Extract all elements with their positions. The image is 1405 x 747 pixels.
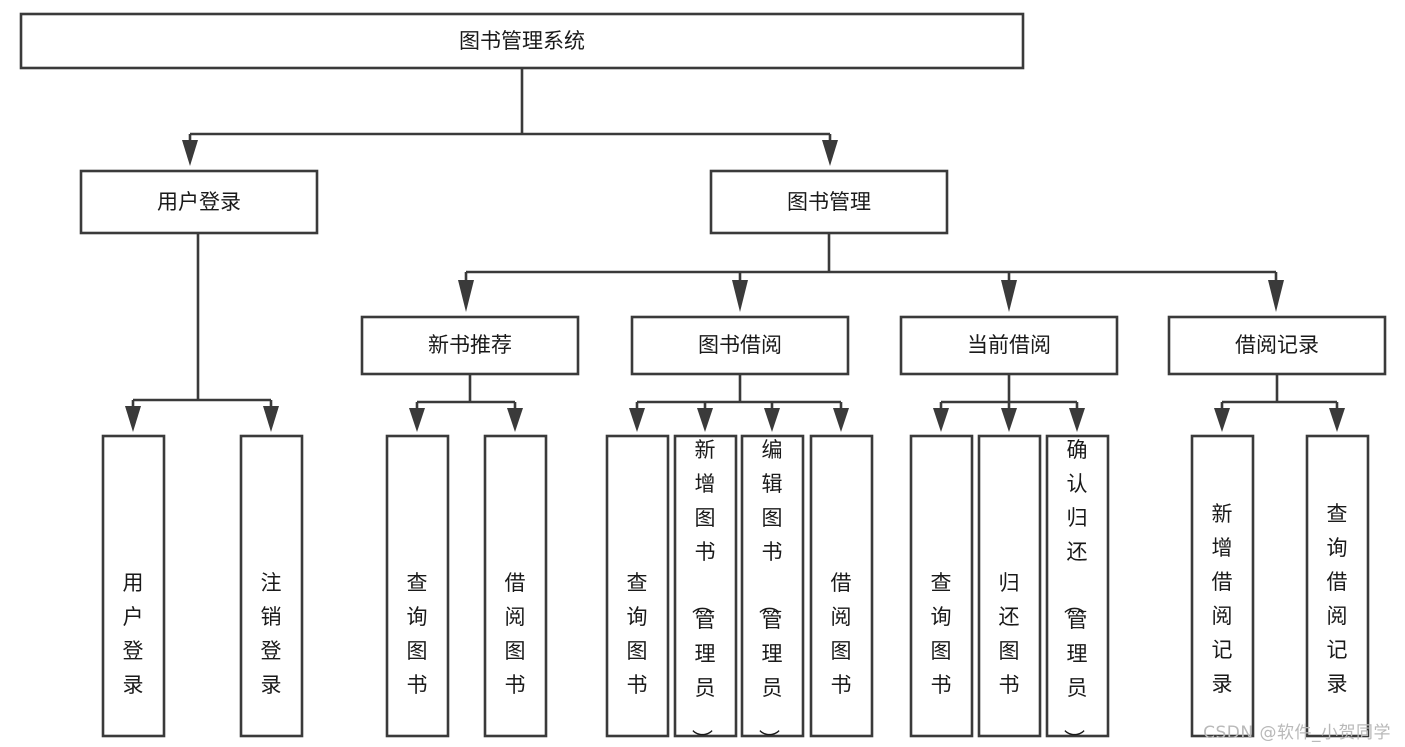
node-box[interactable] [1190,434,1255,738]
leaf-node-newbook-query[interactable]: 查询图书 [385,434,450,738]
leaf-node-currentborrow-query[interactable]: 查询图书 [909,434,974,738]
node-label: 归还图书 [999,571,1020,697]
arrow-icon [125,406,141,432]
leaf-node-currentborrow-return[interactable]: 归还图书 [977,434,1042,738]
leaf-node-bookborrow-add[interactable]: 新增图书（管理员） [673,434,738,747]
node-box[interactable] [809,434,874,738]
node-box[interactable] [673,434,738,738]
node-current-borrow[interactable]: 当前借阅 [899,315,1119,376]
leaf-node-bookborrow-borrow[interactable]: 借阅图书 [809,434,874,738]
arrow-icon [1214,408,1230,432]
node-label: 确认归还（管理员） [1062,438,1088,747]
node-label: 用户登录 [123,571,144,697]
node-label: 查询图书 [407,571,428,697]
node-borrow-record[interactable]: 借阅记录 [1167,315,1387,376]
node-box[interactable] [239,434,304,738]
leaf-node-borrowrecord-query[interactable]: 查询借阅记录 [1305,434,1370,738]
node-box[interactable] [385,434,450,738]
node-box[interactable] [605,434,670,738]
node-label: 查询借阅记录 [1327,502,1348,696]
node-label: 图书管理系统 [459,29,585,53]
arrow-icon [1329,408,1345,432]
node-label: 新增图书（管理员） [690,438,716,747]
leaf-node-borrowrecord-add[interactable]: 新增借阅记录 [1190,434,1255,738]
node-user-login[interactable]: 用户登录 [79,169,319,235]
connector-bookborrow-to-leaves [629,374,849,432]
node-label: 新增借阅记录 [1212,502,1233,696]
arrow-icon [933,408,949,432]
arrow-icon [732,280,748,312]
node-box[interactable] [630,315,850,376]
node-label: 新书推荐 [428,333,512,357]
node-box[interactable] [977,434,1042,738]
csdn-watermark: CSDN @软件_小贺同学 [1203,723,1391,743]
arrow-icon [182,140,198,166]
node-label: 注销登录 [261,571,282,697]
arrow-icon [1069,408,1085,432]
node-label: 借阅记录 [1235,333,1319,357]
node-label: 图书借阅 [698,333,782,357]
node-label: 当前借阅 [967,333,1051,357]
node-book-borrow[interactable]: 图书借阅 [630,315,850,376]
node-box[interactable] [79,169,319,235]
connector-newbook-to-leaves [409,374,523,432]
connector-userlogin-to-leaves [125,233,279,432]
arrow-icon [1001,408,1017,432]
node-box[interactable] [1167,315,1387,376]
node-box[interactable] [709,169,949,235]
leaf-node-user-login-logout[interactable]: 注销登录 [239,434,304,738]
arrow-icon [697,408,713,432]
node-box[interactable] [101,434,166,738]
node-label: 用户登录 [157,190,241,214]
node-label: 图书管理 [787,190,871,214]
node-label: 查询图书 [627,571,648,697]
node-box[interactable] [740,434,805,738]
node-label: 查询图书 [931,571,952,697]
arrow-icon [1001,280,1017,312]
node-box[interactable] [1305,434,1370,738]
leaf-node-bookborrow-query[interactable]: 查询图书 [605,434,670,738]
node-box[interactable] [899,315,1119,376]
arrow-icon [263,406,279,432]
node-box[interactable] [909,434,974,738]
node-box[interactable] [360,315,580,376]
node-label: 借阅图书 [505,571,526,697]
arrow-icon [409,408,425,432]
arrow-icon [1268,280,1284,312]
arrow-icon [507,408,523,432]
arrow-icon [764,408,780,432]
arrow-icon [629,408,645,432]
node-label: 借阅图书 [831,571,852,697]
connector-currentborrow-to-leaves [933,374,1085,432]
connector-borrowrecord-to-leaves [1214,374,1345,432]
node-box[interactable] [19,12,1025,70]
node-box[interactable] [1045,434,1110,738]
arrow-icon [458,280,474,312]
arrow-icon [822,140,838,166]
connector-root-to-level2 [182,68,838,166]
leaf-node-user-login-login[interactable]: 用户登录 [101,434,166,738]
node-root-book-management-system[interactable]: 图书管理系统 [19,12,1025,70]
node-box[interactable] [483,434,548,738]
node-book-management[interactable]: 图书管理 [709,169,949,235]
node-new-book-recommend[interactable]: 新书推荐 [360,315,580,376]
connector-bookmgmt-to-level3 [458,233,1284,312]
node-label: 编辑图书（管理员） [757,438,783,747]
leaf-node-currentborrow-confirm-return[interactable]: 确认归还（管理员） [1045,434,1110,747]
arrow-icon [833,408,849,432]
leaf-node-newbook-borrow[interactable]: 借阅图书 [483,434,548,738]
leaf-node-bookborrow-edit[interactable]: 编辑图书（管理员） [740,434,805,747]
